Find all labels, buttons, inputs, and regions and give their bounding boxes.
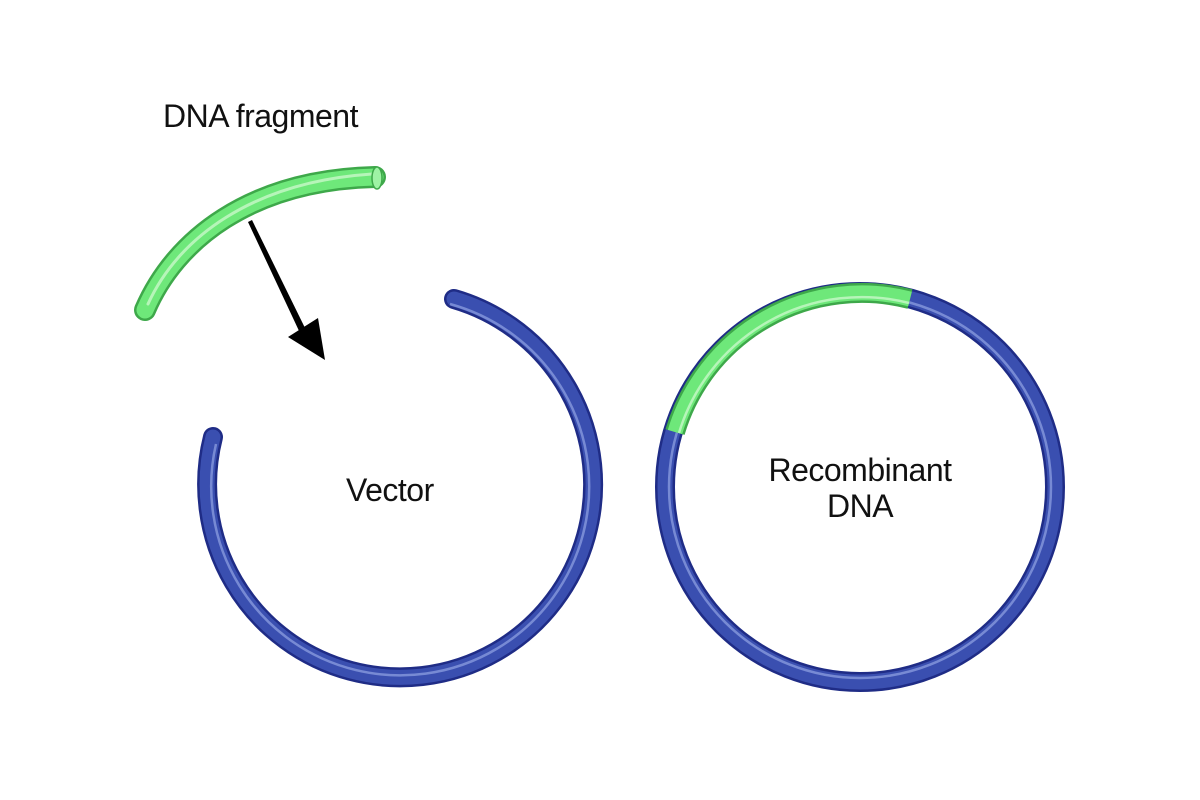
insertion-arrow-shaft <box>248 220 306 333</box>
dna-fragment <box>134 166 386 321</box>
vector-label: Vector <box>346 472 434 508</box>
recombinant-dna-label: Recombinant DNA <box>700 452 1020 524</box>
vector-plasmid-highlight <box>209 302 591 677</box>
insertion-arrow-head <box>288 318 325 360</box>
recombinant-insert-body <box>667 285 912 435</box>
recombinant-insert-highlight <box>677 295 910 434</box>
dna-fragment-highlight <box>146 172 374 306</box>
vector-plasmid <box>197 289 604 688</box>
insertion-arrow-icon <box>248 220 325 360</box>
recombinant-plasmid <box>655 282 1065 692</box>
dna-fragment-label: DNA fragment <box>163 98 358 134</box>
vector-plasmid-body <box>199 291 601 685</box>
recombinant-dna-label-line2: DNA <box>826 488 894 524</box>
dna-fragment-end-cap <box>371 166 383 190</box>
recombinant-dna-label-line1: Recombinant <box>768 452 952 488</box>
